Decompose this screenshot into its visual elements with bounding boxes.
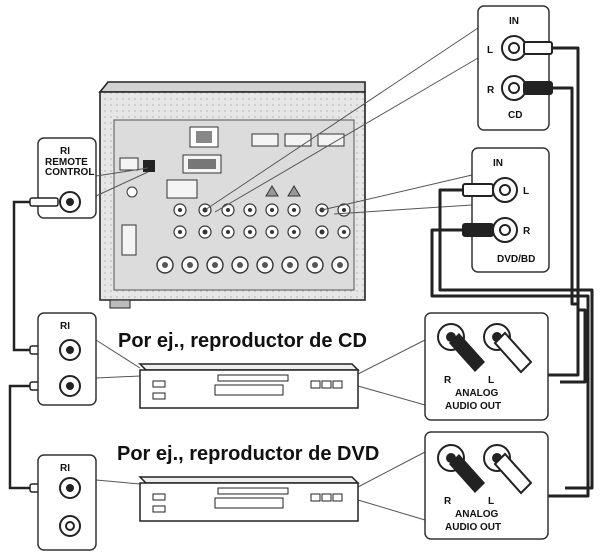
ri-panel-dvd: RI xyxy=(37,454,97,551)
cd-out-label-line1: ANALOG xyxy=(455,388,499,399)
dvd-analog-out-panel: R L ANALOG AUDIO OUT xyxy=(424,431,549,540)
dvd-left-plug xyxy=(462,183,494,197)
remote-control-jack[interactable] xyxy=(59,191,81,213)
cd-analog-out-panel: R L ANALOG AUDIO OUT xyxy=(424,312,549,421)
cd-in-label: IN xyxy=(509,16,519,27)
ri-symbol-dvd: RI xyxy=(60,463,70,474)
dvd-out-label-line2: AUDIO OUT xyxy=(445,522,501,533)
receiver-rear-panel xyxy=(98,81,366,309)
audio-cables xyxy=(430,46,594,498)
dvd-out-left-label: L xyxy=(488,496,494,507)
cd-left-plug xyxy=(523,41,553,55)
dvd-input-panel: IN L R DVD/BD xyxy=(462,147,550,273)
ri-panel-cd: RI xyxy=(37,312,97,406)
dvd-in-right-jack[interactable] xyxy=(492,217,518,243)
dvd-left-label: L xyxy=(523,186,529,197)
dvd-player-device xyxy=(138,476,360,522)
cd-in-right-jack[interactable] xyxy=(501,75,527,101)
ri-jack-dvd-bottom[interactable] xyxy=(59,515,81,537)
dvd-right-label: R xyxy=(523,226,531,237)
cd-in-left-jack[interactable] xyxy=(501,35,527,61)
ri-jack-dvd-top[interactable] xyxy=(59,477,81,499)
dvd-out-right-label: R xyxy=(444,496,452,507)
cd-right-plug xyxy=(523,81,553,95)
cd-out-left-label: L xyxy=(488,375,494,386)
ri-symbol-cd: RI xyxy=(60,321,70,332)
ri-jack-cd-top[interactable] xyxy=(59,339,81,361)
dvd-in-left-jack[interactable] xyxy=(492,177,518,203)
cd-input-panel: IN L R CD xyxy=(477,5,553,131)
ri-jack-cd-bottom[interactable] xyxy=(59,375,81,397)
cd-player-caption: Por ej., reproductor de CD xyxy=(118,330,367,352)
cd-name-label: CD xyxy=(508,110,522,121)
callout-lines xyxy=(95,27,479,521)
dvd-name-label: DVD/BD xyxy=(497,254,535,265)
dvd-player-caption: Por ej., reproductor de DVD xyxy=(117,443,379,465)
cd-right-label: R xyxy=(487,85,495,96)
dvd-in-label: IN xyxy=(493,158,503,169)
remote-label-line2: CONTROL xyxy=(45,167,94,178)
cd-player-device xyxy=(138,363,360,409)
cd-out-label-line2: AUDIO OUT xyxy=(445,401,501,412)
remote-ri-symbol: RI xyxy=(60,146,70,157)
remote-label-line1: REMOTE xyxy=(45,157,88,168)
dvd-right-plug xyxy=(462,223,494,237)
cd-out-right-label: R xyxy=(444,375,452,386)
dvd-out-label-line1: ANALOG xyxy=(455,509,499,520)
cd-left-label: L xyxy=(487,45,493,56)
